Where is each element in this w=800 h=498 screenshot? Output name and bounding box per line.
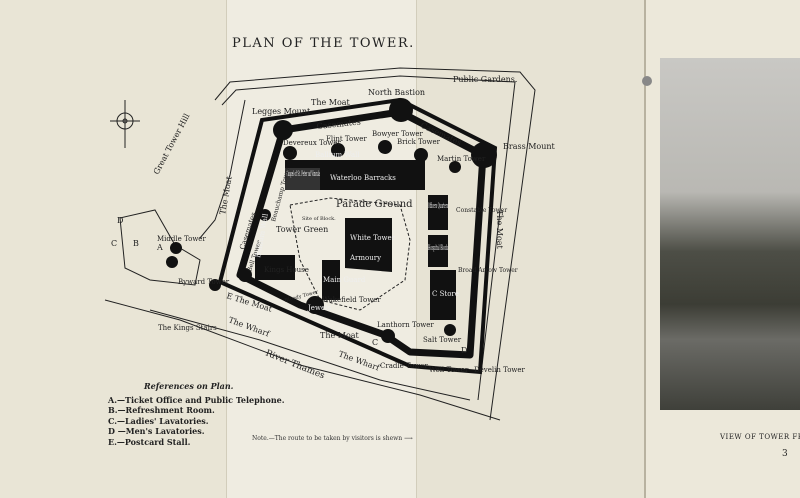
outer-moat-boundary: [214, 67, 536, 421]
label-north-bastion: North Bastion: [368, 88, 425, 97]
brick-tower-marker: [414, 148, 428, 162]
tower-hill-road: [199, 99, 246, 239]
hospital-block: [428, 235, 448, 267]
marker-d: D: [117, 216, 123, 225]
devereux-tower-marker: [283, 146, 297, 160]
reference-item: C.—Ladies' Lavatories.: [108, 415, 209, 426]
label-officers-quarters: Officers Quarters: [428, 202, 448, 210]
references-legend: References on Plan. A.—Ticket Office and…: [108, 381, 285, 447]
label-great-tower-hill: Great Tower Hill: [152, 112, 192, 176]
martin-tower-marker: [449, 161, 461, 173]
photo-caption: VIEW OF TOWER FRO: [720, 433, 800, 441]
bowyer-tower-marker: [378, 140, 392, 154]
label-salt-tower: Salt Tower: [423, 336, 462, 344]
label-brass-mount: Brass Mount: [503, 142, 556, 151]
label-river-thames: River Thames: [264, 349, 326, 382]
main-guard-block: [322, 260, 340, 300]
marker-c: C: [111, 239, 117, 248]
label-parade-ground: Parade Ground: [336, 199, 413, 210]
label-tower-green: Tower Green: [276, 225, 328, 234]
label-site-of-block: Site of Block.: [302, 216, 336, 222]
route-note: Note.—The route to be taken by visitors …: [252, 435, 413, 442]
marker-d-2: D: [461, 346, 467, 355]
label-martin-tower: Martin Tower: [437, 155, 486, 163]
lanthorn-tower-marker: [381, 329, 395, 343]
label-moat-top: The Moat: [311, 98, 351, 107]
label-develin-tower: Develin Tower: [474, 366, 526, 374]
north-bastion: [389, 98, 413, 122]
references-heading: References on Plan.: [144, 381, 234, 391]
brass-mount-bastion: [471, 142, 497, 168]
chapel-block: [285, 168, 320, 190]
label-public-gardens: Public Gardens.: [453, 75, 517, 84]
route-note-text: Note.—The route to be taken by visitors …: [252, 435, 403, 442]
page-panel-3: [416, 0, 645, 498]
reference-item: B.—Refreshment Room.: [108, 405, 215, 415]
tower-photograph: [660, 58, 800, 410]
salt-tower-marker: [444, 324, 456, 336]
label-byward-tower: Byward Tower: [178, 278, 230, 286]
label-wakefield-tower: Wakefield Tower: [322, 296, 381, 304]
white-tower-block: [345, 218, 392, 272]
reference-item: D —Men's Lavatories.: [108, 426, 205, 436]
label-chapel: Chapel of St. Peter ad Vincula: [286, 170, 320, 178]
label-armoury: Armoury: [349, 254, 381, 262]
label-the-moat-bottom: The Moat: [320, 331, 360, 340]
label-constable-tower: Constable Tower: [456, 207, 507, 214]
middle-tower-marker: [170, 242, 182, 254]
label-moat-right: The Moat: [495, 210, 504, 250]
label-legges-mount: Legges Mount: [252, 107, 311, 116]
label-lanthorn-tower: Lanthorn Tower: [377, 321, 434, 329]
label-jewels: Jewels: [307, 304, 331, 312]
inner-moat-boundary: [221, 75, 516, 401]
label-white-tower: White Tower: [350, 234, 396, 242]
parade-route: [289, 197, 411, 311]
label-the-wharf-right: The Wharf: [337, 349, 381, 372]
page-number: 3: [782, 449, 788, 459]
arrow-icon: ⟶: [404, 435, 413, 442]
kings-house-block: [255, 255, 295, 280]
legges-mount-bastion: [273, 120, 293, 140]
label-cradle-tower: Cradle Tower: [380, 362, 428, 370]
label-moat-left: The Moat: [218, 175, 234, 216]
plan-title: PLAN OF THE TOWER.: [232, 36, 415, 51]
label-broad-arrow-tower: Broad Arrow Tower: [458, 267, 518, 274]
punch-hole: [642, 76, 652, 86]
label-the-wharf-left: The Wharf: [227, 315, 271, 338]
river-bank: [104, 299, 501, 421]
entrance-block: [119, 209, 201, 286]
marker-c-2: C: [372, 338, 378, 347]
officers-quarters-block: [428, 195, 448, 230]
label-kings-house: Kings House: [264, 266, 309, 274]
label-well-tower: Well Tower: [429, 366, 469, 374]
label-kings-stairs: The Kings Stairs: [158, 324, 217, 332]
marker-a: A: [156, 243, 163, 252]
marker-b: B: [133, 239, 139, 248]
page-panel-1: [0, 0, 226, 498]
compass-rose: [110, 100, 140, 148]
c-store-block: [430, 270, 456, 320]
wakefield-tower-marker: [306, 296, 324, 314]
label-middle-tower: Middle Tower: [157, 235, 206, 243]
reference-item: A.—Ticket Office and Public Telephone.: [108, 394, 285, 405]
inner-curtain-wall: [236, 108, 487, 359]
label-bowyer-tower: Bowyer Tower: [372, 130, 423, 138]
beauchamp-tower-marker: [259, 209, 271, 221]
reference-item: E.—Postcard Stall.: [108, 436, 191, 447]
label-ballium-wall-top: Ballium Wall: [315, 151, 360, 159]
label-c-store: C Store: [432, 290, 459, 298]
label-hospital-block: Hospital Block: [428, 244, 448, 252]
label-waterloo-barracks: Waterloo Barracks: [330, 174, 396, 182]
label-brick-tower: Brick Tower: [397, 138, 441, 146]
byward-tower-marker: [209, 279, 221, 291]
wharf-line: [149, 309, 471, 401]
flint-tower-marker: [331, 143, 345, 157]
middle-tower-marker-2: [166, 256, 178, 268]
label-devereux-tower: Devereux Tower: [283, 139, 341, 147]
label-flint-tower: Flint Tower: [326, 135, 367, 143]
bell-tower-marker: [238, 268, 252, 282]
label-main-guard: Main Guard: [323, 276, 366, 284]
label-casemates-top-left: Casemates: [316, 117, 361, 131]
